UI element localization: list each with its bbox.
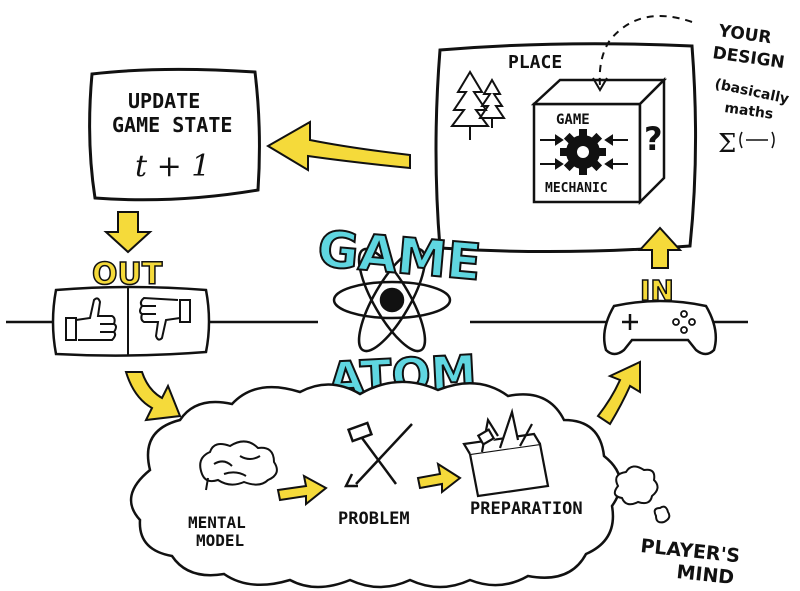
step-preparation: PREPARATION <box>470 499 583 519</box>
out-label: OUT <box>92 257 163 292</box>
arrow-feedback-to-mind <box>124 371 182 422</box>
brain-icon <box>199 440 278 491</box>
game-mechanic-cube: GAME MECHANIC ? <box>530 76 668 206</box>
players-mind-line2: MIND <box>675 561 735 589</box>
step-problem: PROBLEM <box>338 509 410 529</box>
step-mental-model-line2: MODEL <box>196 531 244 550</box>
toolbox-icon <box>462 407 550 498</box>
place-box: PLACE GAME MECHANIC ? <box>434 42 698 254</box>
math-sum-icon: Σ <box>718 129 775 159</box>
place-title: PLACE <box>508 52 562 73</box>
arrow-model-to-problem <box>276 474 328 507</box>
arrow-problem-to-prep <box>416 461 462 495</box>
design-note: YOUR DESIGN (basically maths Σ <box>711 21 790 159</box>
thought-bubble-large <box>613 465 659 506</box>
gear-input-arrows <box>540 134 628 170</box>
arrow-update-down <box>103 211 153 254</box>
design-note-line2: DESIGN <box>711 43 786 73</box>
cube-bottom-label: MECHANIC <box>545 181 608 196</box>
design-note-line4: maths <box>723 100 774 123</box>
update-formula: t + 1 <box>135 149 210 184</box>
feedback-box <box>51 285 211 357</box>
arrow-in-up <box>637 226 683 269</box>
atom-title-top: GAME <box>315 220 483 292</box>
arrow-mind-to-controller <box>596 360 641 426</box>
cube-top-label: GAME <box>556 112 590 128</box>
players-mind-cloud <box>129 380 622 589</box>
update-game-state-box: UPDATE GAME STATE t + 1 <box>88 67 261 202</box>
thumbs-up-icon <box>65 297 117 341</box>
thumbs-down-icon <box>139 296 191 341</box>
tools-icon <box>343 421 413 488</box>
update-title-line2: GAME STATE <box>112 113 232 137</box>
atom-icon <box>332 247 452 353</box>
thought-bubble-small <box>653 505 671 524</box>
step-mental-model-line1: MENTAL <box>188 513 246 532</box>
design-dashed-arrow <box>592 15 693 92</box>
arrow-place-to-update <box>266 120 411 172</box>
update-title-line1: UPDATE <box>128 89 200 113</box>
gear-icon <box>560 129 606 175</box>
cube-question-mark: ? <box>644 120 663 158</box>
pine-trees-icon <box>450 70 506 140</box>
gamepad-icon <box>603 299 717 356</box>
svg-text:Σ: Σ <box>718 129 736 159</box>
